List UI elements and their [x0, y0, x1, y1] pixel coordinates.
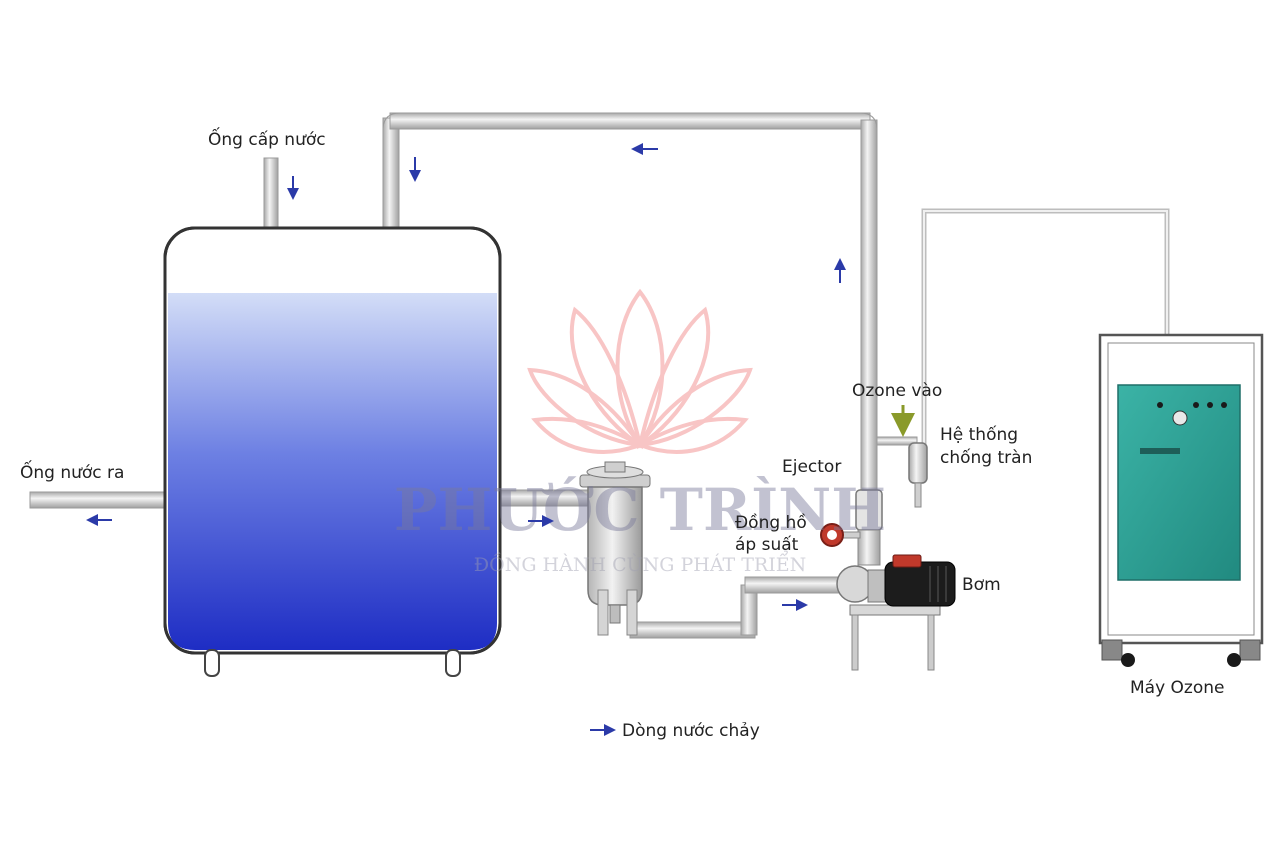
watermark-brand: PHƯỚC TRÌNH [394, 476, 886, 544]
label-anti-overflow-2: chống tràn [940, 447, 1032, 468]
lotus-logo [527, 288, 753, 454]
flow-arrows [86, 143, 846, 736]
ozone-machine [1098, 333, 1264, 667]
outlet-pipe [29, 491, 166, 509]
return-pipe-up-from-tank [382, 117, 400, 229]
pipes [29, 112, 1170, 639]
pressure-gauge [820, 523, 861, 547]
label-anti-overflow-1: Hệ thống [940, 424, 1018, 445]
label-outlet-pipe: Ống nước ra [20, 459, 124, 483]
ejector [855, 489, 883, 566]
tank-leg-right [445, 649, 461, 677]
watermark-slogan: ĐỒNG HÀNH CÙNG PHÁT TRIỂN [474, 551, 806, 576]
tank-leg-left [204, 649, 220, 677]
injection-branch [876, 436, 918, 446]
label-gauge-2: áp suất [735, 534, 799, 555]
pump [836, 554, 956, 671]
machine-meter-icon [1172, 410, 1188, 426]
filter-to-pump-pipe-h2 [744, 576, 846, 594]
label-ozone-machine: Máy Ozone [1130, 678, 1225, 698]
legend-flow-label: Dòng nước chảy [622, 721, 760, 741]
label-gauge-1: Đồng hồ [735, 512, 807, 533]
return-pipe-top [389, 112, 871, 130]
watermark: PHƯỚC TRÌNH ĐỒNG HÀNH CÙNG PHÁT TRIỂN [394, 288, 886, 576]
label-pump: Bơm [962, 575, 1001, 595]
anti-overflow-system [908, 442, 928, 508]
water-tank [163, 226, 502, 677]
filter-to-pump-pipe-h [629, 621, 756, 639]
label-supply-pipe: Ống cấp nước [208, 126, 326, 150]
labels: Ống cấp nước Ống nước ra Ozone vào Hệ th… [20, 126, 1225, 741]
supply-pipe [263, 157, 279, 229]
bag-filter [579, 461, 651, 636]
label-ozone-in: Ozone vào [852, 381, 942, 401]
label-ejector: Ejector [782, 457, 841, 477]
